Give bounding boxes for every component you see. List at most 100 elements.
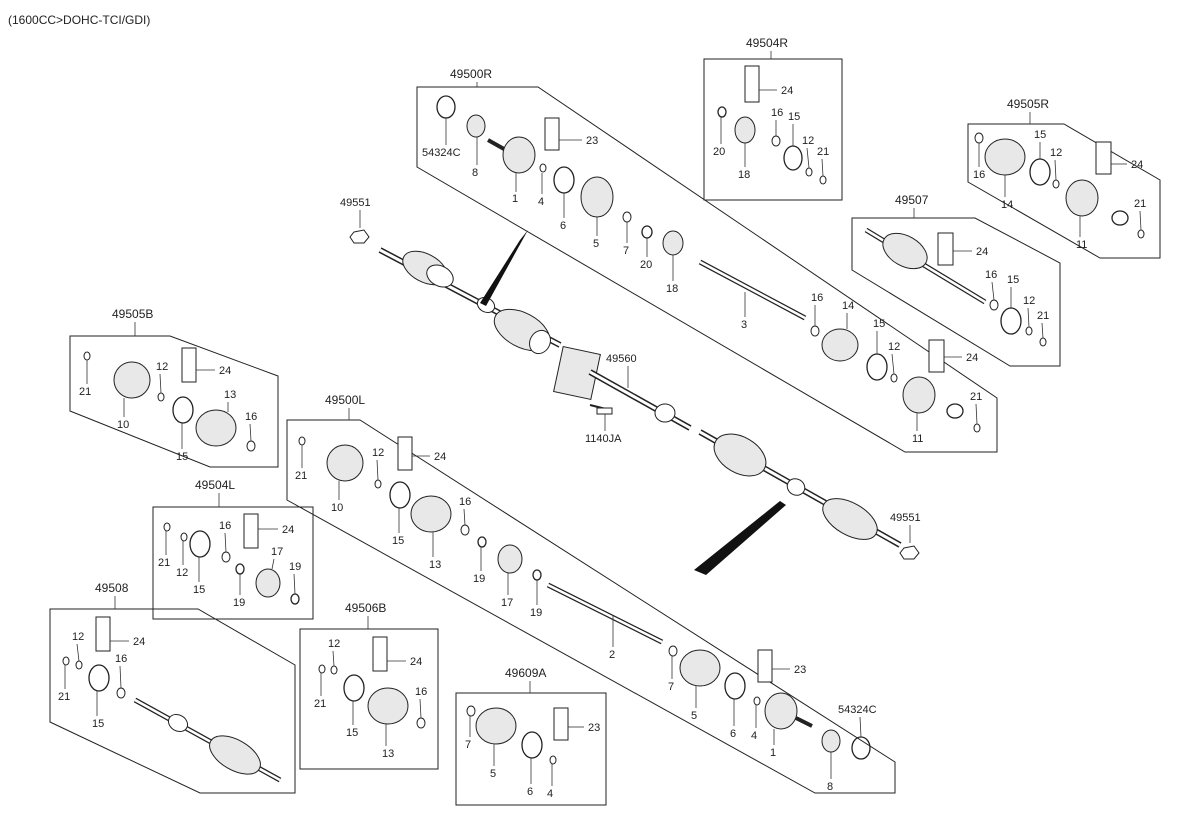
part-label-7: 7	[668, 681, 674, 693]
grease-tube-icon	[928, 339, 945, 373]
boot-icon	[367, 687, 409, 725]
left-driveshaft-assembly	[698, 429, 902, 548]
part-label-20: 20	[713, 146, 725, 158]
band-small-icon	[974, 132, 984, 144]
part-label-16: 16	[115, 653, 127, 665]
part-label-10: 10	[331, 502, 343, 514]
seal-ring-icon	[946, 403, 964, 419]
clip-icon	[539, 163, 547, 173]
right-driveshaft-assembly	[378, 247, 562, 355]
ring-icon	[477, 536, 487, 548]
part-label-8: 8	[827, 781, 833, 793]
group-label-49507: 49507	[895, 193, 929, 207]
part-label-6: 6	[560, 220, 566, 232]
group-label-49504L: 49504L	[195, 478, 235, 492]
band-icon	[189, 530, 211, 558]
part-label-23: 23	[588, 722, 600, 734]
band-small-icon	[668, 645, 678, 657]
clip-icon	[374, 479, 382, 489]
band-icon	[783, 145, 803, 171]
damper-icon	[662, 230, 684, 256]
part-label-12: 12	[888, 341, 900, 353]
part-label-6: 6	[730, 728, 736, 740]
part-label-1: 1	[770, 747, 776, 759]
band-icon	[724, 672, 746, 700]
frame-49500L	[286, 419, 896, 794]
part-label-49551-top: 49551	[340, 197, 371, 209]
shaft-49507-icon	[864, 227, 987, 305]
part-label-21: 21	[295, 470, 307, 482]
group-label-49506B: 49506B	[345, 601, 386, 615]
clip-icon	[1137, 229, 1145, 239]
group-label-49508: 49508	[95, 581, 129, 595]
grease-tube-icon	[243, 513, 259, 549]
boot-icon	[580, 176, 614, 218]
band-icon	[553, 166, 575, 194]
part-label-19: 19	[473, 573, 485, 585]
outer-cv-joint-icon	[502, 136, 536, 174]
band-icon	[521, 731, 543, 759]
part-label-21: 21	[79, 386, 91, 398]
part-label-4: 4	[538, 196, 544, 208]
band-icon	[389, 481, 411, 509]
part-label-18: 18	[738, 169, 750, 181]
part-label-15: 15	[788, 111, 800, 123]
ring-icon	[641, 225, 653, 239]
clip-icon	[157, 392, 165, 402]
clip-icon	[819, 175, 827, 185]
clip-icon	[318, 664, 326, 674]
part-label-15: 15	[1007, 274, 1019, 286]
part-label-7: 7	[623, 245, 629, 257]
bolt-icon	[596, 407, 613, 415]
part-label-21: 21	[970, 391, 982, 403]
grease-tube-icon	[181, 347, 197, 383]
part-label-24: 24	[282, 524, 294, 536]
clip-icon	[330, 665, 338, 675]
frame-49506B	[299, 628, 439, 770]
band-icon	[1000, 307, 1022, 335]
part-label-14: 14	[1001, 199, 1013, 211]
ring-icon	[290, 593, 300, 605]
boot-icon	[475, 707, 517, 745]
grease-tube-icon	[397, 436, 413, 471]
clip-icon	[62, 656, 70, 666]
clip-icon	[1052, 179, 1060, 189]
group-label-49504R: 49504R	[746, 36, 788, 50]
band-small-icon	[246, 440, 256, 452]
clip-icon	[973, 423, 981, 433]
part-label-12: 12	[1023, 295, 1035, 307]
part-label-16: 16	[811, 292, 823, 304]
nut-icon	[899, 545, 920, 560]
grease-tube-icon	[553, 707, 569, 741]
band-icon	[88, 664, 110, 692]
part-label-13: 13	[429, 559, 441, 571]
part-label-16: 16	[985, 269, 997, 281]
band-small-icon	[622, 211, 632, 223]
part-label-16: 16	[973, 169, 985, 181]
part-label-19: 19	[233, 597, 245, 609]
band-icon	[172, 396, 194, 424]
part-label-20: 20	[640, 259, 652, 271]
clip-icon	[83, 351, 91, 361]
part-label-23: 23	[586, 135, 598, 147]
grease-tube-icon	[372, 636, 388, 672]
part-label-19: 19	[289, 561, 301, 573]
part-label-54324C-top: 54324C	[422, 147, 461, 159]
ring-icon	[235, 563, 245, 575]
part-label-49560: 49560	[606, 353, 637, 365]
clip-icon	[180, 532, 188, 542]
inner-cv-joint-icon	[1065, 179, 1099, 217]
band-icon	[1029, 158, 1051, 186]
tone-ring-icon	[466, 114, 486, 138]
part-label-24: 24	[133, 636, 145, 648]
part-label-24: 24	[1131, 159, 1143, 171]
boot-icon	[410, 495, 452, 533]
part-label-49551-bottom: 49551	[890, 512, 921, 524]
boot-icon	[821, 328, 859, 362]
damper-icon	[255, 568, 281, 598]
part-label-12: 12	[372, 447, 384, 459]
ring-icon	[532, 569, 542, 581]
band-small-icon	[221, 551, 231, 563]
clip-icon	[298, 436, 306, 446]
